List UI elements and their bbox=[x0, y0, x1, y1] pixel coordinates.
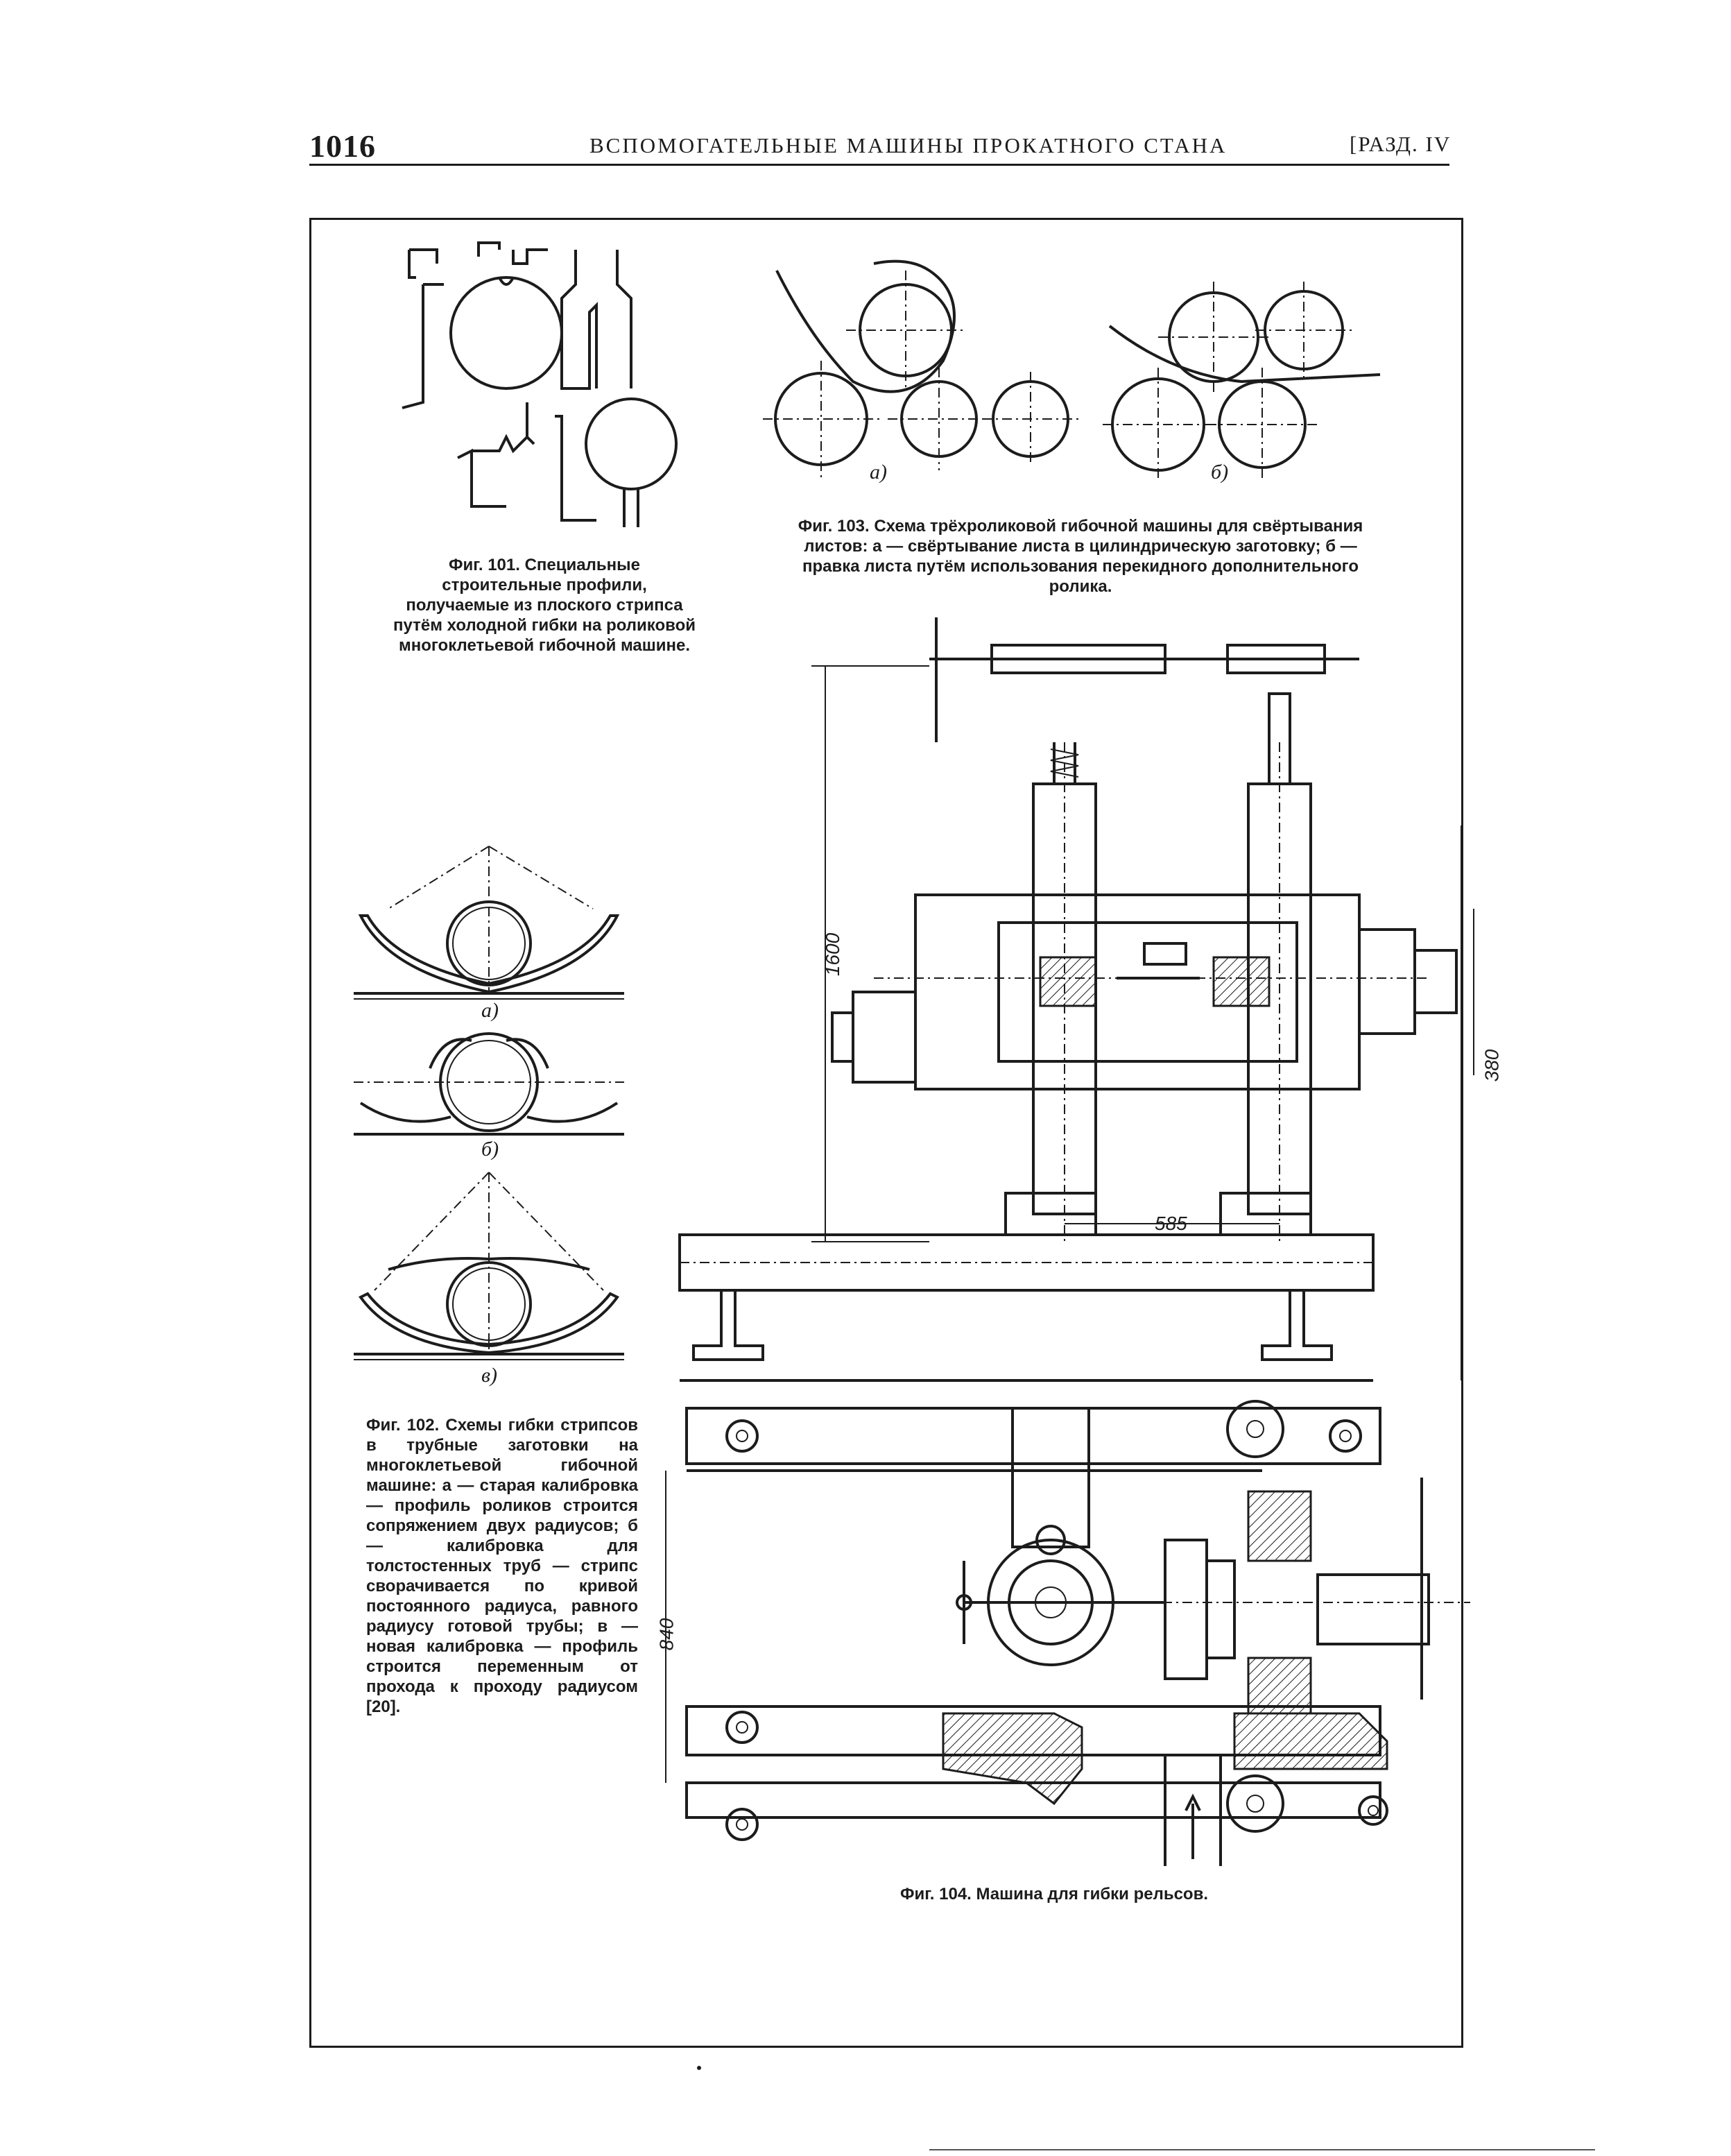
fig104-dim-plan: 840 bbox=[655, 1618, 678, 1651]
fig101-caption: Фиг. 101. Специальные строительные профи… bbox=[393, 556, 696, 655]
fig103-label-b: б) bbox=[1211, 461, 1229, 484]
fig102-label-b: б) bbox=[481, 1138, 499, 1161]
fig101-profiles-drawing bbox=[402, 241, 678, 527]
fig104-dim-width: 585 bbox=[1155, 1213, 1187, 1234]
header-rule bbox=[309, 164, 1449, 166]
page-number: 1016 bbox=[309, 128, 376, 164]
fig104-plan-drawing bbox=[665, 1400, 1470, 1866]
section-label: [РАЗД. IV bbox=[1350, 132, 1452, 156]
fig104-elevation-drawing bbox=[678, 617, 1474, 1382]
fig102-caption: Фиг. 102. Схемы гибки стрипсов в трубные… bbox=[366, 1416, 638, 1716]
fig102-bending-scheme-v bbox=[354, 1172, 624, 1360]
stray-mark bbox=[697, 2066, 701, 2070]
fig104-dim-right: 380 bbox=[1481, 1049, 1503, 1082]
fig102-label-a: а) bbox=[481, 999, 499, 1022]
fig104-dim-height: 1600 bbox=[822, 932, 844, 977]
fig102-bending-scheme-b bbox=[354, 1032, 624, 1136]
fig102-label-v: в) bbox=[481, 1364, 498, 1387]
fig103-roll-scheme-drawing bbox=[763, 259, 1381, 479]
fig102-bending-scheme-a bbox=[354, 846, 624, 1000]
fig104-caption: Фиг. 104. Машина для гибки рельсов. bbox=[899, 1885, 1209, 1903]
bottom-rule bbox=[929, 2149, 1595, 2150]
fig103-caption: Фиг. 103. Схема трёхроликовой гибочной м… bbox=[798, 517, 1363, 596]
fig103-label-a: а) bbox=[870, 461, 887, 484]
running-title: ВСПОМОГАТЕЛЬНЫЕ МАШИНЫ ПРОКАТНОГО СТАНА bbox=[589, 133, 1228, 157]
